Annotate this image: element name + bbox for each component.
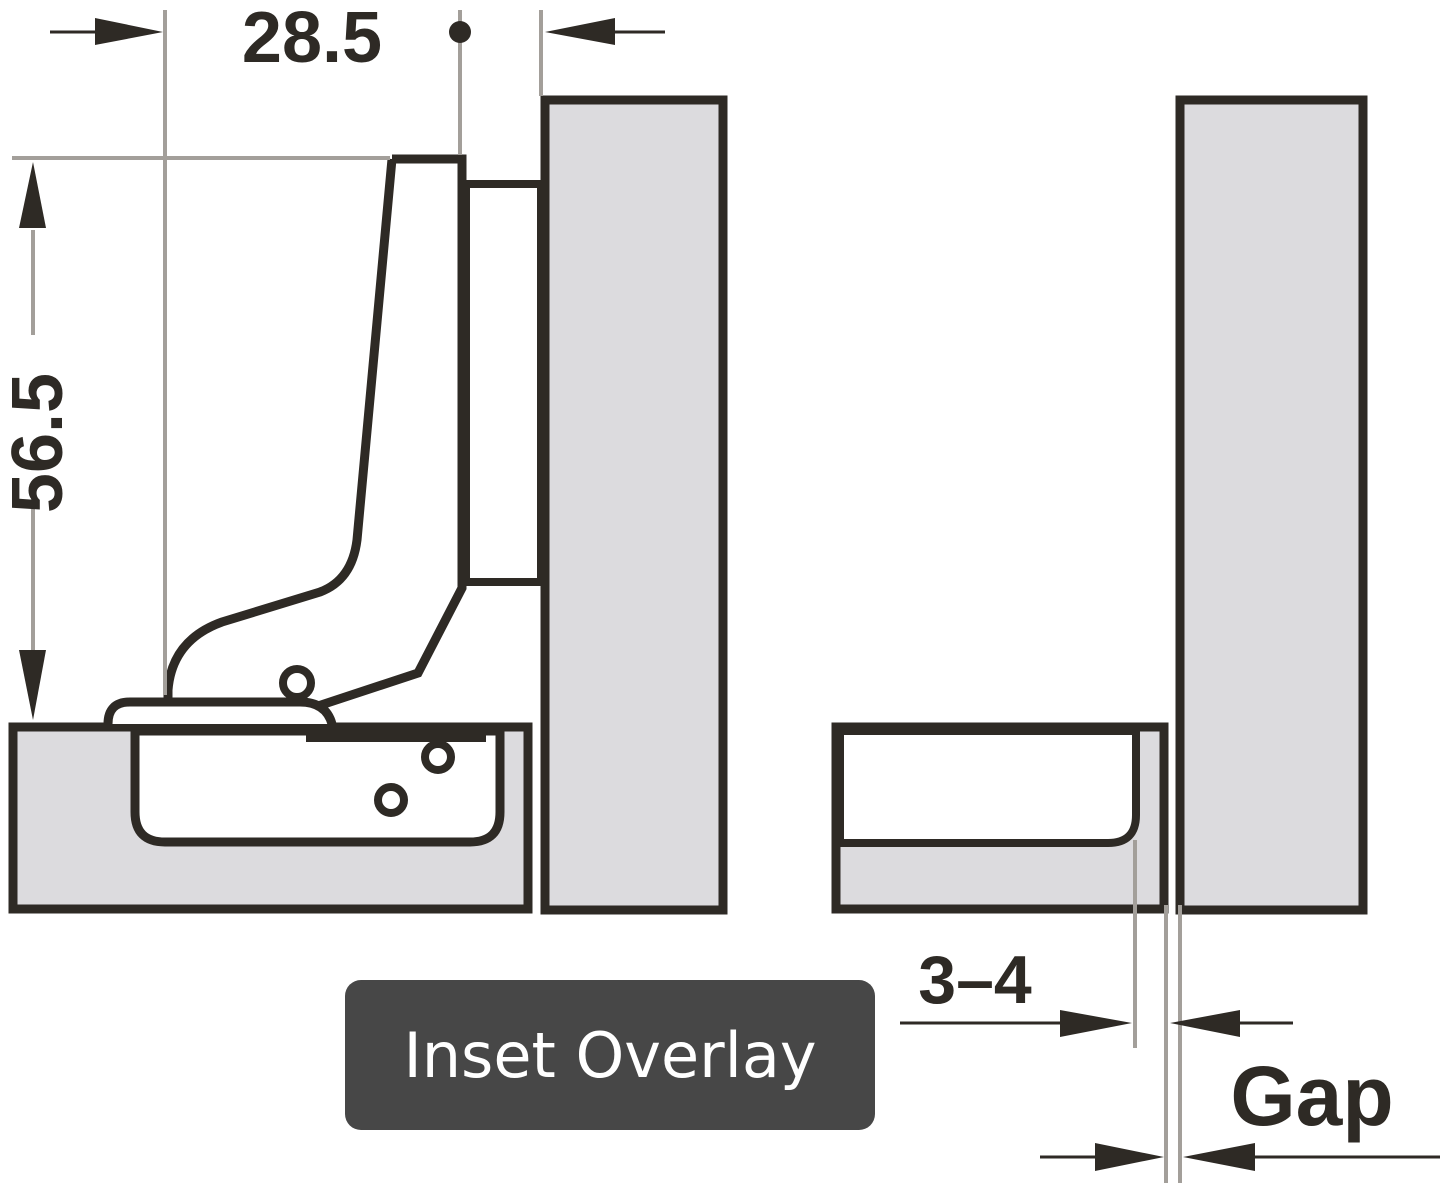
inset-overlay-badge: Inset Overlay [345,980,875,1130]
hinge-cup-recess-right [836,727,1140,847]
inset-dimension-label: 3–4 [918,942,1032,1018]
width-dimension-label: 28.5 [242,0,382,78]
hinge-cup-recess [130,726,505,847]
cabinet-side-panel-right [1175,95,1368,915]
dim-arrow-up-icon [19,162,46,228]
hinge-pivot [279,665,315,701]
dim-dot [449,21,471,43]
gap-arrow-left-icon [1183,1143,1255,1171]
dim-arrow-left-icon [545,18,615,45]
badge-label: Inset Overlay [403,1018,817,1092]
gap-dimension-label: Gap [1230,1049,1393,1143]
screw-hole-1 [421,740,455,774]
hinge-arm [163,154,467,711]
hinge-base [103,697,337,726]
inset-arrow-left-icon [1170,1010,1240,1037]
screw-hole-2 [374,783,408,817]
dim-arrow-right-icon [95,18,163,45]
cup-flange [306,730,486,742]
inset-arrow-right-icon [1060,1010,1132,1037]
mounting-plate [462,180,545,586]
height-dimension-label: 56.5 [0,373,78,513]
dim-arrow-down-icon [19,650,46,720]
cabinet-side-panel-left [540,95,728,915]
gap-arrow-right-icon [1095,1143,1164,1171]
